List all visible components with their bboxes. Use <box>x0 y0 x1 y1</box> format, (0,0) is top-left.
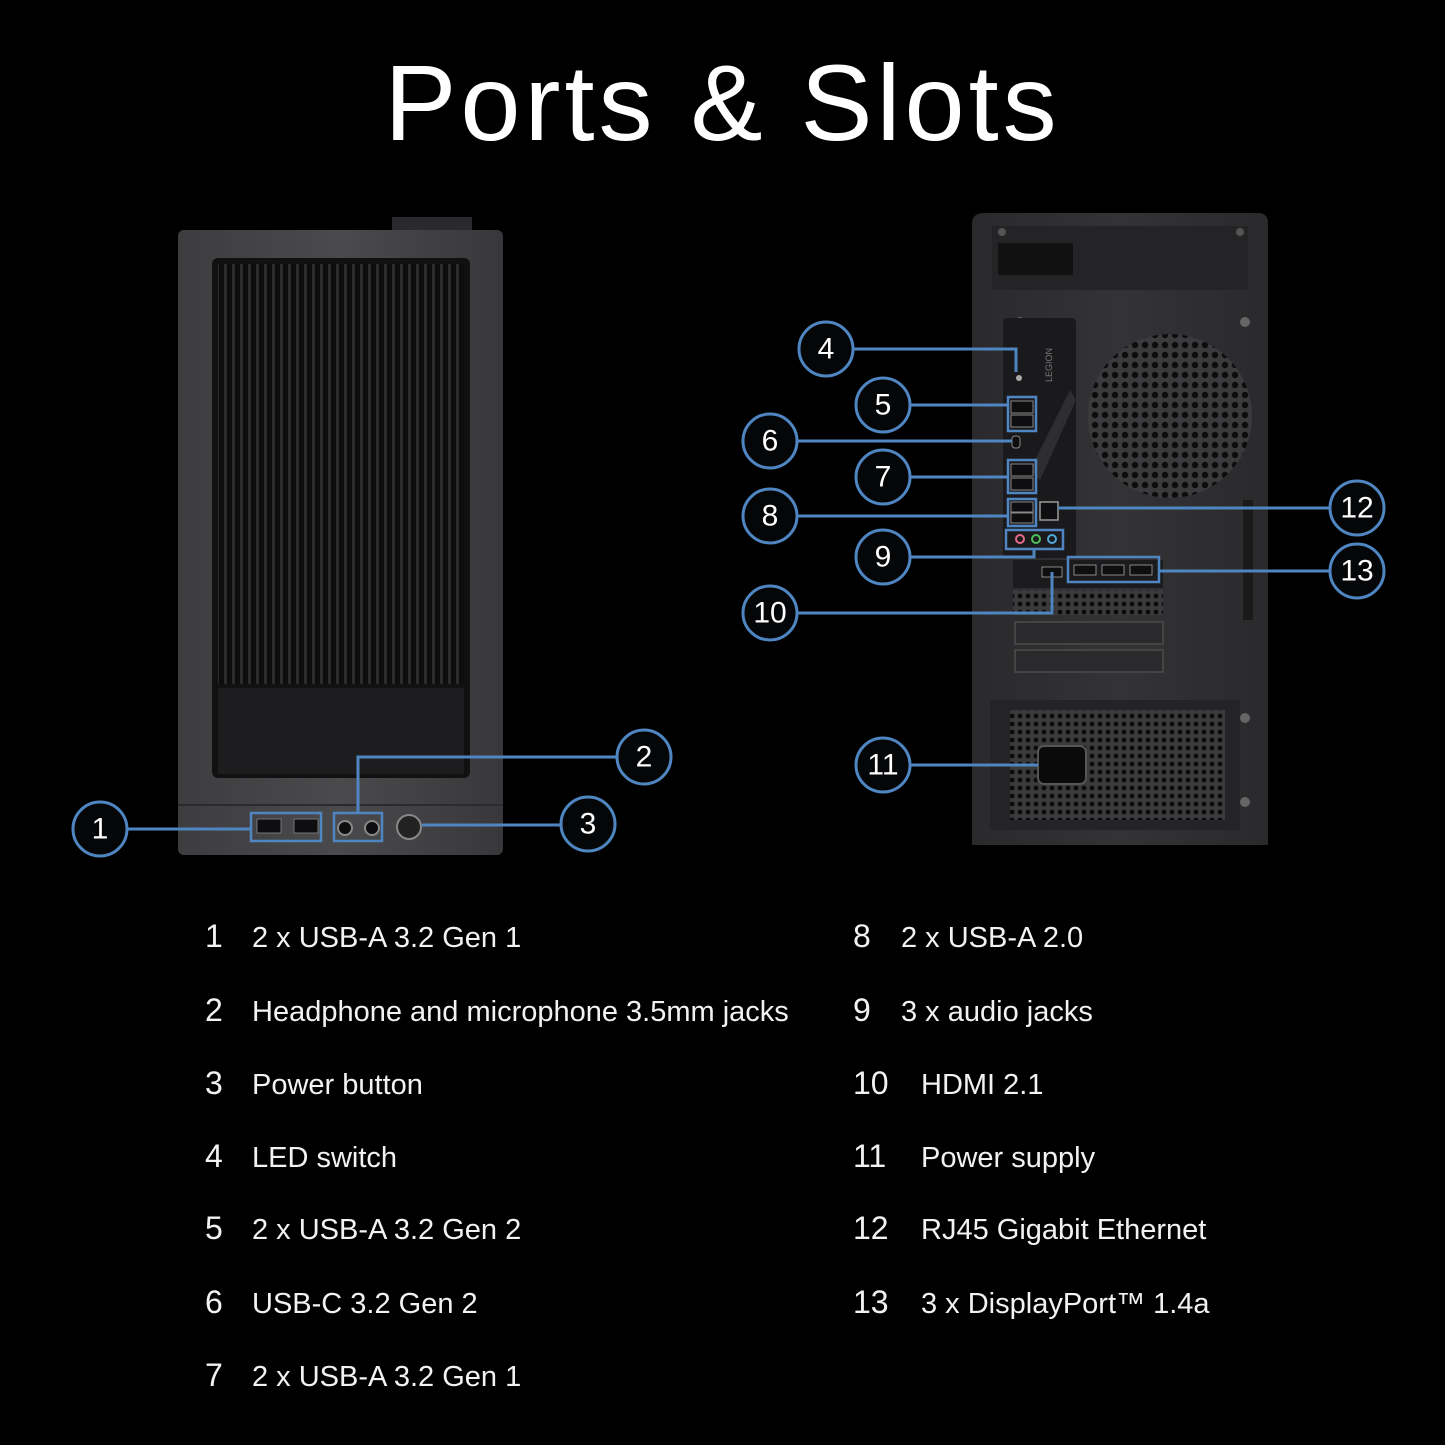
callout-number: 5 <box>875 389 892 422</box>
legend-label: LED switch <box>252 1142 398 1174</box>
legend-label: 3 x audio jacks <box>901 996 1093 1028</box>
legend-item: 10 HDMI 2.1 <box>853 1065 1043 1102</box>
rear-case <box>972 213 1268 845</box>
callout-7: 7 <box>854 448 912 506</box>
callout-6: 6 <box>741 412 799 470</box>
callout-number: 10 <box>753 597 786 630</box>
ports-diagram: 1 2 3 4 5 6 7 8 9 10 11 12 13 LEGION <box>71 213 1386 858</box>
callout-number: 4 <box>818 333 835 366</box>
legend-number: 1 <box>205 918 223 954</box>
legend-item: 2 Headphone and microphone 3.5mm jacks <box>205 992 789 1029</box>
legend-label: 3 x DisplayPort™ 1.4a <box>921 1288 1210 1320</box>
callout-number: 7 <box>875 461 892 494</box>
legend-label: Power supply <box>921 1142 1096 1174</box>
callout-11: 11 <box>854 736 912 794</box>
gpu-vent <box>1013 590 1163 615</box>
callout-12: 12 <box>1328 479 1386 537</box>
front-usb-port <box>256 818 282 834</box>
legion-badge: LEGION <box>1044 348 1054 382</box>
legend-number: 9 <box>853 992 871 1028</box>
rear-handle <box>998 243 1073 275</box>
callout-5: 5 <box>854 376 912 434</box>
callout-13: 13 <box>1328 542 1386 600</box>
legend-item: 8 2 x USB-A 2.0 <box>853 918 1083 955</box>
callout-number: 11 <box>867 749 898 782</box>
legend-label: HDMI 2.1 <box>921 1069 1044 1101</box>
legend-number: 10 <box>853 1065 889 1101</box>
legend-number: 13 <box>853 1284 889 1320</box>
expansion-slot <box>1014 621 1164 645</box>
power-button-shape <box>396 814 422 840</box>
callout-number: 6 <box>762 425 779 458</box>
legend-item: 13 3 x DisplayPort™ 1.4a <box>853 1284 1210 1321</box>
led-switch-shape <box>1016 375 1022 381</box>
callout-number: 8 <box>762 500 779 533</box>
front-lower-panel <box>218 688 464 774</box>
legend-item: 6 USB-C 3.2 Gen 2 <box>205 1284 478 1321</box>
callout-1: 1 <box>71 800 129 858</box>
callout-10: 10 <box>741 584 799 642</box>
legend-number: 12 <box>853 1210 889 1246</box>
legend-item: 12 RJ45 Gigabit Ethernet <box>853 1210 1206 1247</box>
callout-number: 13 <box>1340 555 1373 588</box>
legend-label: 2 x USB-A 2.0 <box>901 922 1084 954</box>
rear-fan-grille <box>1088 334 1252 498</box>
legend-number: 7 <box>205 1357 223 1393</box>
page-title: Ports & Slots <box>384 42 1061 163</box>
callout-3: 3 <box>559 795 617 853</box>
legend-item: 5 2 x USB-A 3.2 Gen 2 <box>205 1210 521 1247</box>
legend-item: 11 Power supply <box>853 1138 1095 1175</box>
callout-number: 12 <box>1340 492 1373 525</box>
legend-number: 2 <box>205 992 223 1028</box>
callout-4: 4 <box>797 320 855 378</box>
legend-number: 4 <box>205 1138 223 1174</box>
front-usb-port <box>293 818 319 834</box>
legend-label: RJ45 Gigabit Ethernet <box>921 1214 1207 1246</box>
power-socket <box>1037 745 1087 785</box>
expansion-slot <box>1014 649 1164 673</box>
legend-label: Power button <box>252 1069 423 1101</box>
callout-number: 9 <box>875 541 892 574</box>
usb-highlight <box>249 811 323 843</box>
legend-number: 8 <box>853 918 871 954</box>
legend-label: 2 x USB-A 3.2 Gen 1 <box>252 1361 522 1393</box>
legend-number: 6 <box>205 1284 223 1320</box>
callout-number: 3 <box>580 808 597 841</box>
legend-item: 9 3 x audio jacks <box>853 992 1093 1029</box>
legend-item: 7 2 x USB-A 3.2 Gen 1 <box>205 1357 521 1394</box>
legend-label: USB-C 3.2 Gen 2 <box>252 1288 478 1320</box>
legend-label: 2 x USB-A 3.2 Gen 1 <box>252 922 522 954</box>
legend-number: 5 <box>205 1210 223 1246</box>
legend-item: 4 LED switch <box>205 1138 397 1175</box>
legend-item: 1 2 x USB-A 3.2 Gen 1 <box>205 918 521 955</box>
callout-number: 2 <box>636 741 653 774</box>
callout-9: 9 <box>854 528 912 586</box>
callout-8: 8 <box>741 487 799 545</box>
callout-2: 2 <box>615 728 673 786</box>
legend-number: 11 <box>853 1138 887 1174</box>
callout-number: 1 <box>92 813 109 846</box>
legend-item: 3 Power button <box>205 1065 423 1102</box>
front-audio-jack <box>337 820 353 836</box>
front-audio-jack <box>364 820 380 836</box>
legend-label: Headphone and microphone 3.5mm jacks <box>252 996 789 1028</box>
front-case <box>178 217 503 855</box>
front-vent-grille <box>218 264 464 684</box>
rj45-shape <box>1039 501 1059 521</box>
legend-number: 3 <box>205 1065 223 1101</box>
legend-label: 2 x USB-A 3.2 Gen 2 <box>252 1214 522 1246</box>
